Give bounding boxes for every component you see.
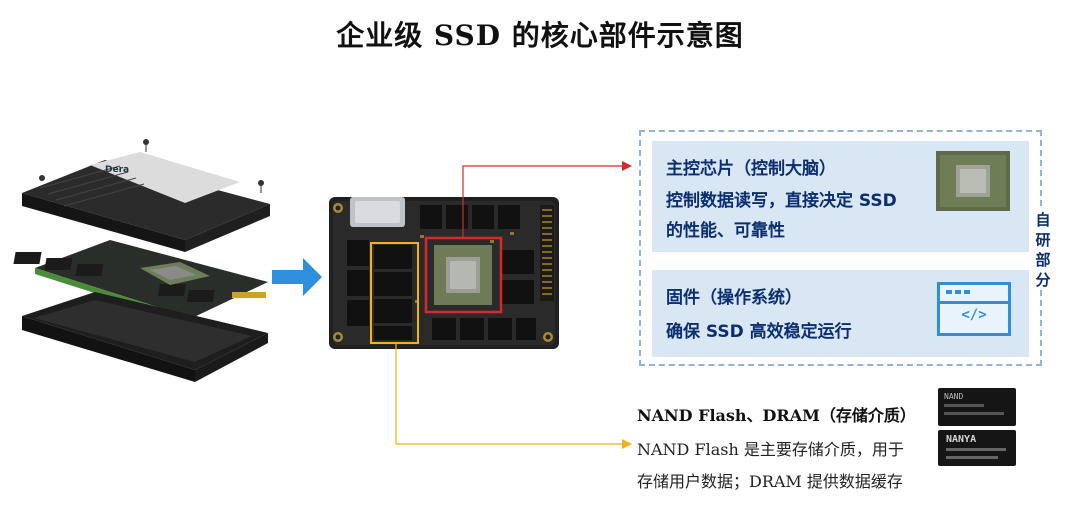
nand-title: NAND Flash、DRAM（存储介质） bbox=[637, 406, 916, 425]
firmware-card: 固件（操作系统） 确保 SSD 高效稳定运行 </> bbox=[652, 270, 1029, 357]
nand-highlight-box bbox=[370, 242, 419, 344]
firmware-desc: 确保 SSD 高效稳定运行 bbox=[666, 322, 852, 342]
controller-desc-line2: 的性能、可靠性 bbox=[666, 221, 785, 241]
code-symbol: </> bbox=[961, 307, 987, 323]
dram-chip-icon: NANYA bbox=[938, 430, 1016, 466]
page-title: 企业级 SSD 的核心部件示意图 bbox=[336, 19, 744, 52]
nand-chip-icon: NAND bbox=[938, 388, 1016, 426]
controller-card: 主控芯片（控制大脑） 控制数据读写，直接决定 SSD 的性能、可靠性 bbox=[652, 141, 1029, 252]
ssd-bottom-case bbox=[22, 292, 268, 382]
ssd-exploded-view: Dera bbox=[13, 139, 270, 382]
nand-desc-line2: 存储用户数据；DRAM 提供数据缓存 bbox=[637, 472, 903, 491]
nand-desc-line1: NAND Flash 是主要存储介质，用于 bbox=[637, 440, 904, 459]
side-label: 自研部分 bbox=[1032, 210, 1054, 290]
controller-desc-line1: 控制数据读写，直接决定 SSD bbox=[666, 191, 897, 211]
controller-chip-icon bbox=[936, 151, 1010, 211]
svg-text:Dera: Dera bbox=[105, 165, 129, 175]
controller-callout-line bbox=[462, 161, 632, 238]
controller-title: 主控芯片（控制大脑） bbox=[666, 159, 836, 179]
nand-callout-line bbox=[395, 343, 632, 449]
ssd-top-cover: Dera bbox=[22, 152, 270, 252]
ssd-board bbox=[329, 197, 559, 349]
dram-chip-label: NANYA bbox=[946, 434, 977, 445]
nand-chip-label: NAND bbox=[944, 392, 964, 401]
firmware-title: 固件（操作系统） bbox=[666, 288, 802, 308]
code-window-icon: </> bbox=[937, 282, 1011, 336]
right-arrow-icon bbox=[272, 258, 322, 296]
